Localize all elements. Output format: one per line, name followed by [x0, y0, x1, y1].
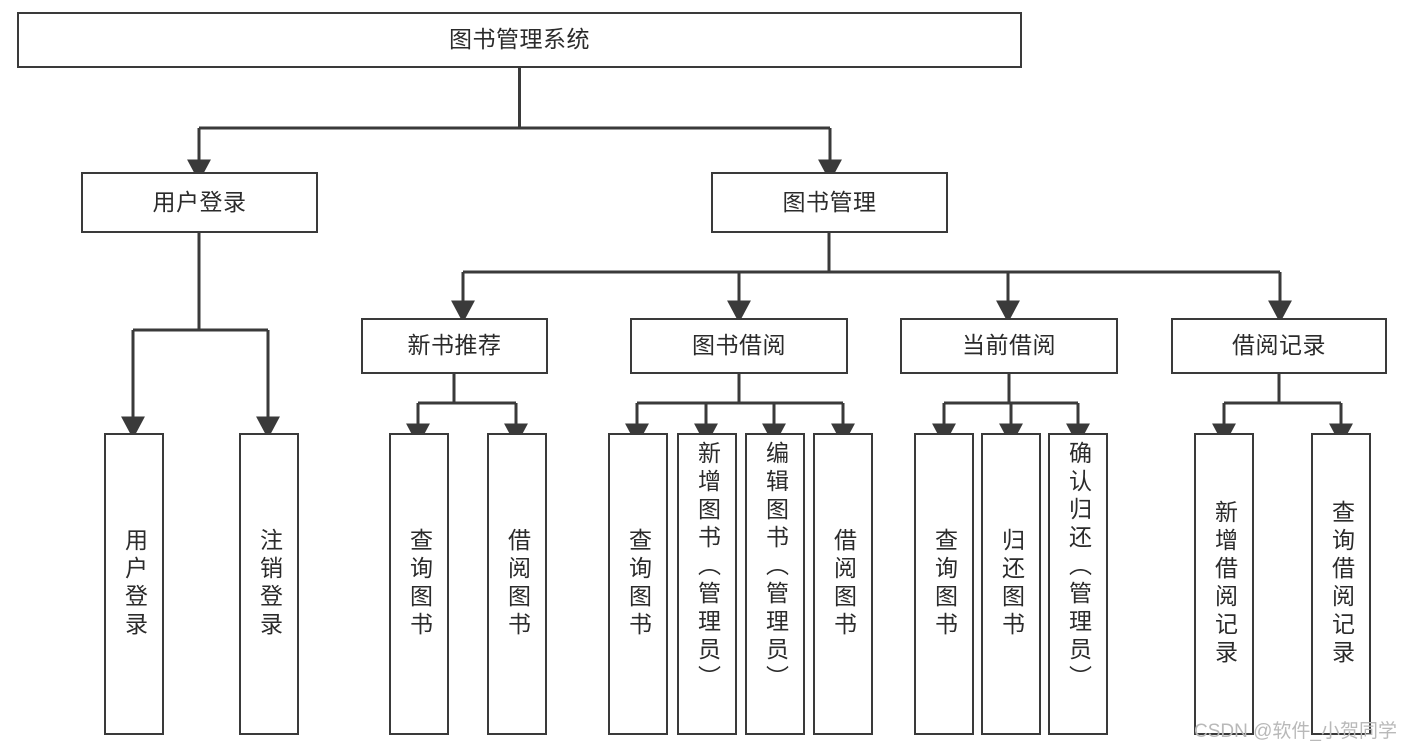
node-root-label: 图书管理系统	[449, 26, 590, 53]
node-leaf-query-record[interactable]: 查询借阅记录	[1311, 433, 1371, 735]
node-current-borrow[interactable]: 当前借阅	[900, 318, 1118, 374]
node-leaf-query-book-3[interactable]: 查询图书	[914, 433, 974, 735]
node-user-login[interactable]: 用户登录	[81, 172, 318, 233]
node-book-borrow[interactable]: 图书借阅	[630, 318, 848, 374]
node-leaf-confirm-return-label: 确认归还（管理员）	[1065, 441, 1092, 693]
node-leaf-borrow-book-1[interactable]: 借阅图书	[487, 433, 547, 735]
node-leaf-borrow-book-2-label: 借阅图书	[830, 528, 857, 640]
csdn-watermark: CSDN @软件_小贺同学	[1194, 721, 1397, 742]
node-leaf-logout-label: 注销登录	[256, 528, 283, 640]
node-leaf-borrow-book-1-label: 借阅图书	[504, 528, 531, 640]
node-leaf-add-record-label: 新增借阅记录	[1211, 500, 1238, 668]
node-book-manage-label: 图书管理	[782, 188, 877, 215]
node-leaf-add-book[interactable]: 新增图书（管理员）	[677, 433, 737, 735]
node-leaf-query-book-3-label: 查询图书	[931, 528, 958, 640]
node-leaf-return-book[interactable]: 归还图书	[981, 433, 1041, 735]
node-book-borrow-label: 图书借阅	[692, 332, 786, 359]
node-leaf-borrow-book-2[interactable]: 借阅图书	[813, 433, 873, 735]
node-new-book-recommend[interactable]: 新书推荐	[361, 318, 548, 374]
node-leaf-query-book-1[interactable]: 查询图书	[389, 433, 449, 735]
node-leaf-query-record-label: 查询借阅记录	[1328, 500, 1355, 668]
node-leaf-return-book-label: 归还图书	[998, 528, 1025, 640]
node-leaf-user-login-label: 用户登录	[121, 528, 148, 640]
node-leaf-edit-book[interactable]: 编辑图书（管理员）	[745, 433, 805, 735]
node-new-book-recommend-label: 新书推荐	[407, 332, 502, 359]
node-current-borrow-label: 当前借阅	[962, 332, 1056, 359]
node-root[interactable]: 图书管理系统	[17, 12, 1022, 68]
node-leaf-query-book-2-label: 查询图书	[625, 528, 652, 640]
node-borrow-record-label: 借阅记录	[1232, 332, 1326, 359]
node-user-login-label: 用户登录	[152, 188, 247, 215]
node-leaf-add-record[interactable]: 新增借阅记录	[1194, 433, 1254, 735]
node-leaf-logout[interactable]: 注销登录	[239, 433, 299, 735]
node-leaf-confirm-return[interactable]: 确认归还（管理员）	[1048, 433, 1108, 735]
node-leaf-query-book-2[interactable]: 查询图书	[608, 433, 668, 735]
node-leaf-add-book-label: 新增图书（管理员）	[694, 441, 721, 693]
node-book-manage[interactable]: 图书管理	[711, 172, 948, 233]
node-leaf-query-book-1-label: 查询图书	[406, 528, 433, 640]
node-borrow-record[interactable]: 借阅记录	[1171, 318, 1387, 374]
node-leaf-user-login[interactable]: 用户登录	[104, 433, 164, 735]
node-leaf-edit-book-label: 编辑图书（管理员）	[762, 441, 789, 693]
